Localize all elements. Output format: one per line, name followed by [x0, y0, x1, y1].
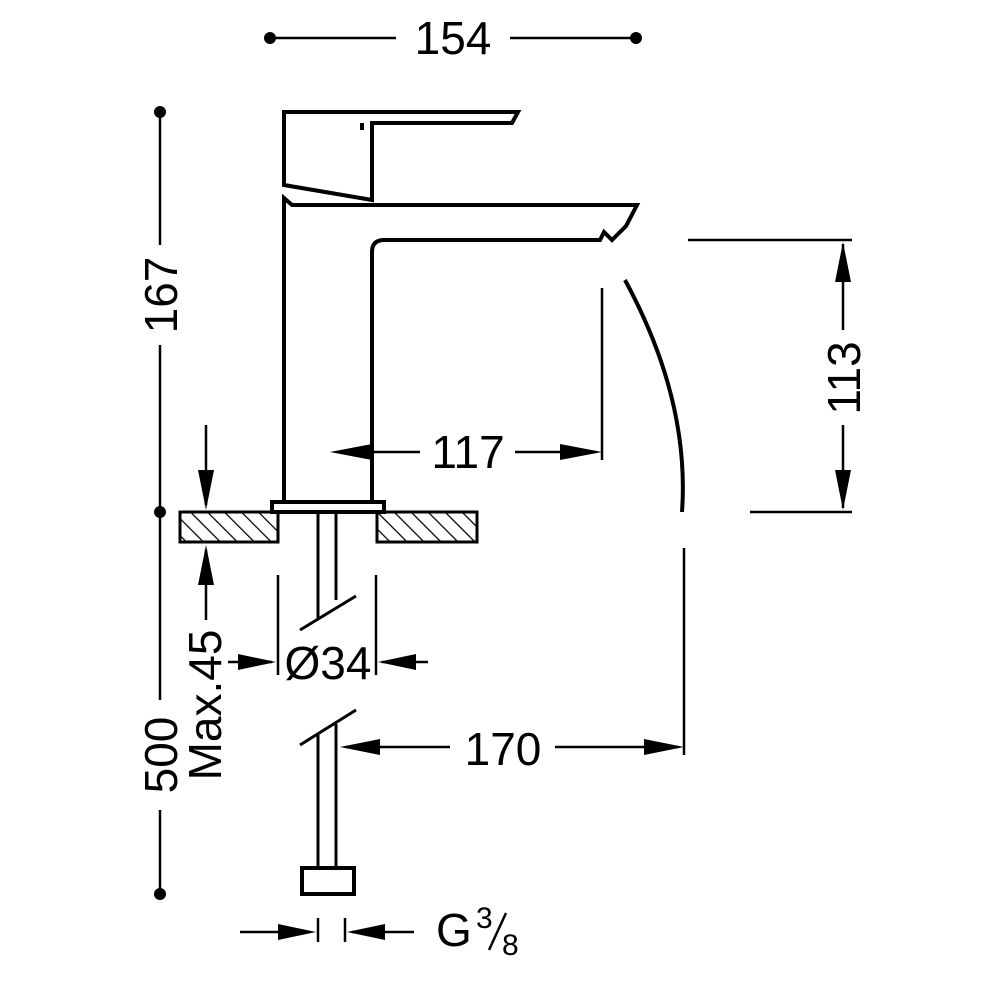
deck-left [178, 510, 280, 544]
arrow-117-left [330, 444, 372, 460]
arrow-113-bottom [835, 470, 851, 510]
arrow-113-top [835, 242, 851, 282]
deck-right [375, 510, 479, 544]
dim-d34-label: Ø34 [285, 637, 372, 689]
dim-117-label: 117 [431, 426, 504, 478]
dim-max45-label: Max.45 [179, 630, 231, 781]
faucet-body [282, 193, 641, 504]
arrow-117-right [560, 444, 602, 460]
thread-fraction-slash [487, 912, 508, 951]
arrow-g-right [347, 924, 385, 940]
thread-g-label: G [436, 904, 472, 956]
deck-section [178, 510, 479, 544]
dimension-arrows [198, 242, 851, 940]
faucet-base [270, 500, 386, 514]
dim-154-label: 154 [415, 12, 492, 64]
dim-170-label: 170 [465, 723, 542, 775]
arrow-g-left [278, 924, 316, 940]
arrow-max45-bottom [198, 545, 214, 585]
water-stream [623, 279, 685, 513]
arrow-d34-left [238, 654, 276, 670]
arrow-170-left [340, 739, 380, 755]
thread-denominator: 8 [502, 929, 519, 962]
dimension-lines [158, 36, 852, 942]
dimension-dots [154, 32, 642, 900]
dim-167-label: 167 [135, 257, 187, 334]
arrow-170-right [644, 739, 684, 755]
dimension-labels: 154 167 500 Max.45 113 117 Ø34 170 G 3 8 [135, 12, 870, 962]
arrow-d34-right [378, 654, 416, 670]
pipe-fitting [300, 866, 356, 896]
arrow-max45-top [198, 470, 214, 510]
dim-113-label: 113 [818, 341, 870, 414]
supply-pipe [299, 512, 357, 896]
dim-500-label: 500 [135, 717, 187, 794]
faucet-handle [282, 110, 522, 203]
thread-numerator: 3 [476, 902, 493, 935]
